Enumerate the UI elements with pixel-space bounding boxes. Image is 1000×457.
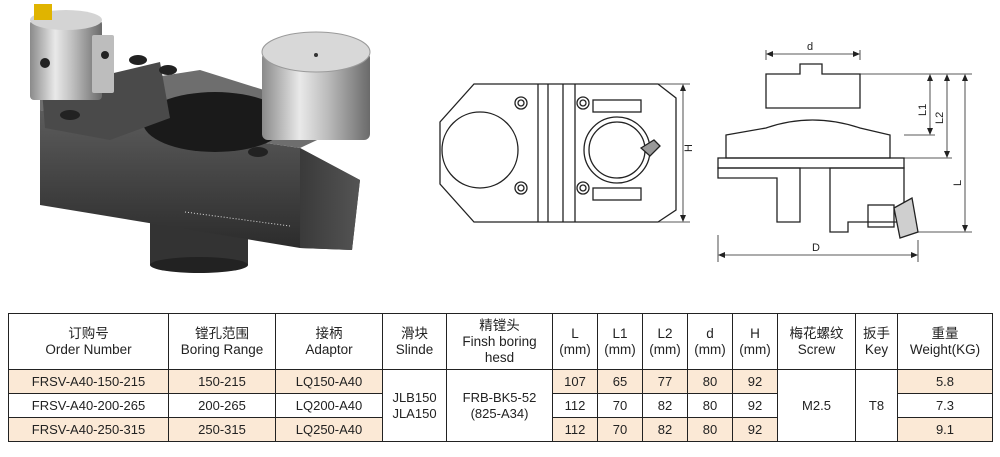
cell-adaptor: LQ150-A40 [275,369,383,394]
product-photo [30,4,371,273]
cell-d: 80 [687,369,733,394]
cell-H: 92 [732,369,778,394]
cell-H: 92 [732,417,778,442]
product-bore [143,92,287,152]
cell-d: 80 [687,393,733,418]
cell-range: 250-315 [168,417,276,442]
dim-label-d: d [807,41,813,53]
table-row: FRSV-A40-150-215 150-215 LQ150-A40 JLB15… [8,369,993,442]
front-view-drawing [439,83,690,223]
cell-weight: 5.8 [897,369,993,394]
cell-adaptor: LQ250-A40 [275,417,383,442]
header-d: d(mm) [687,313,733,370]
cell-adaptor: LQ200-A40 [275,393,383,418]
cell-L1: 65 [597,369,643,394]
cell-L1: 70 [597,417,643,442]
cell-order: FRSV-A40-200-265 [8,393,169,418]
cell-order: FRSV-A40-250-315 [8,417,169,442]
product-body [40,110,360,250]
side-body-top [725,119,891,159]
dim-label-D: D [812,242,820,254]
cell-L: 112 [552,417,598,442]
product-insert [34,4,52,20]
cell-d: 80 [687,417,733,442]
header-L2: L2(mm) [642,313,688,370]
header-L1: L1(mm) [597,313,643,370]
cell-L2: 77 [642,369,688,394]
product-boring-head [30,20,102,100]
cell-key: T8 [855,369,898,442]
dim-label-L: L [952,180,964,186]
product-counterweight [262,52,370,140]
cell-L2: 82 [642,417,688,442]
cell-H: 92 [732,393,778,418]
cell-order: FRSV-A40-150-215 [8,369,169,394]
table-row: FRSV-A40-200-265 200-265 LQ200-A40 112 7… [8,393,993,418]
cell-finish-head: FRB-BK5-52(825-A34) [446,369,553,442]
front-bore-right [583,116,651,184]
cell-L: 107 [552,369,598,394]
dim-label-L1: L1 [917,104,929,116]
cell-L1: 70 [597,393,643,418]
figures-area: H d D L1 [30,4,972,273]
figures-svg: H d D L1 [30,4,972,273]
header-L: L(mm) [552,313,598,370]
dim-label-H: H [683,144,695,152]
table-row: FRSV-A40-250-315 250-315 LQ250-A40 112 7… [8,417,993,442]
front-bore-left [441,111,519,189]
cell-weight: 9.1 [897,417,993,442]
side-view-drawing [717,50,972,262]
cell-screw: M2.5 [777,369,856,442]
cell-range: 150-215 [168,369,276,394]
cell-L2: 82 [642,393,688,418]
side-shank [765,63,861,109]
header-H: H(mm) [732,313,778,370]
cell-L: 112 [552,393,598,418]
cell-range: 200-265 [168,393,276,418]
cell-weight: 7.3 [897,393,993,418]
dim-label-L2: L2 [934,112,946,124]
